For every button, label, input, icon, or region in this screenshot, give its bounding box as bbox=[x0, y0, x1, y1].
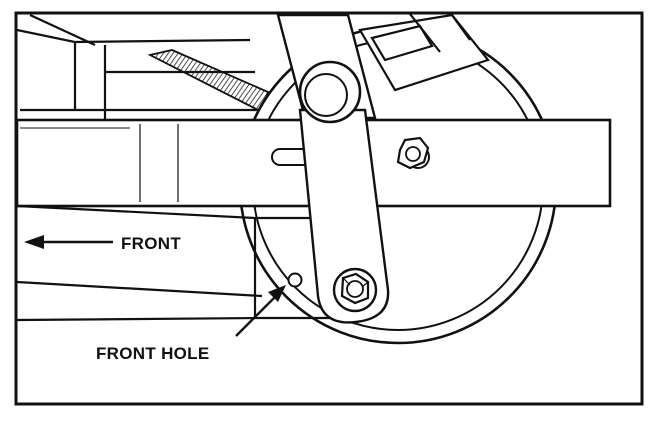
front-label: FRONT bbox=[121, 234, 181, 253]
upper-frame-structure bbox=[17, 14, 260, 125]
lower-arm bbox=[298, 108, 390, 324]
hatched-cable bbox=[147, 49, 270, 114]
front-hole-circle bbox=[287, 272, 303, 288]
upper-bracket bbox=[358, 14, 490, 92]
front-arrow bbox=[24, 235, 113, 249]
pivot-bolt-head bbox=[298, 60, 362, 124]
front-hole-leader-arrow bbox=[235, 285, 286, 337]
beam-nut bbox=[396, 136, 430, 170]
lower-frame-structure bbox=[17, 204, 340, 322]
front-hole-label: FRONT HOLE bbox=[96, 344, 210, 363]
arm-nut bbox=[332, 267, 378, 313]
